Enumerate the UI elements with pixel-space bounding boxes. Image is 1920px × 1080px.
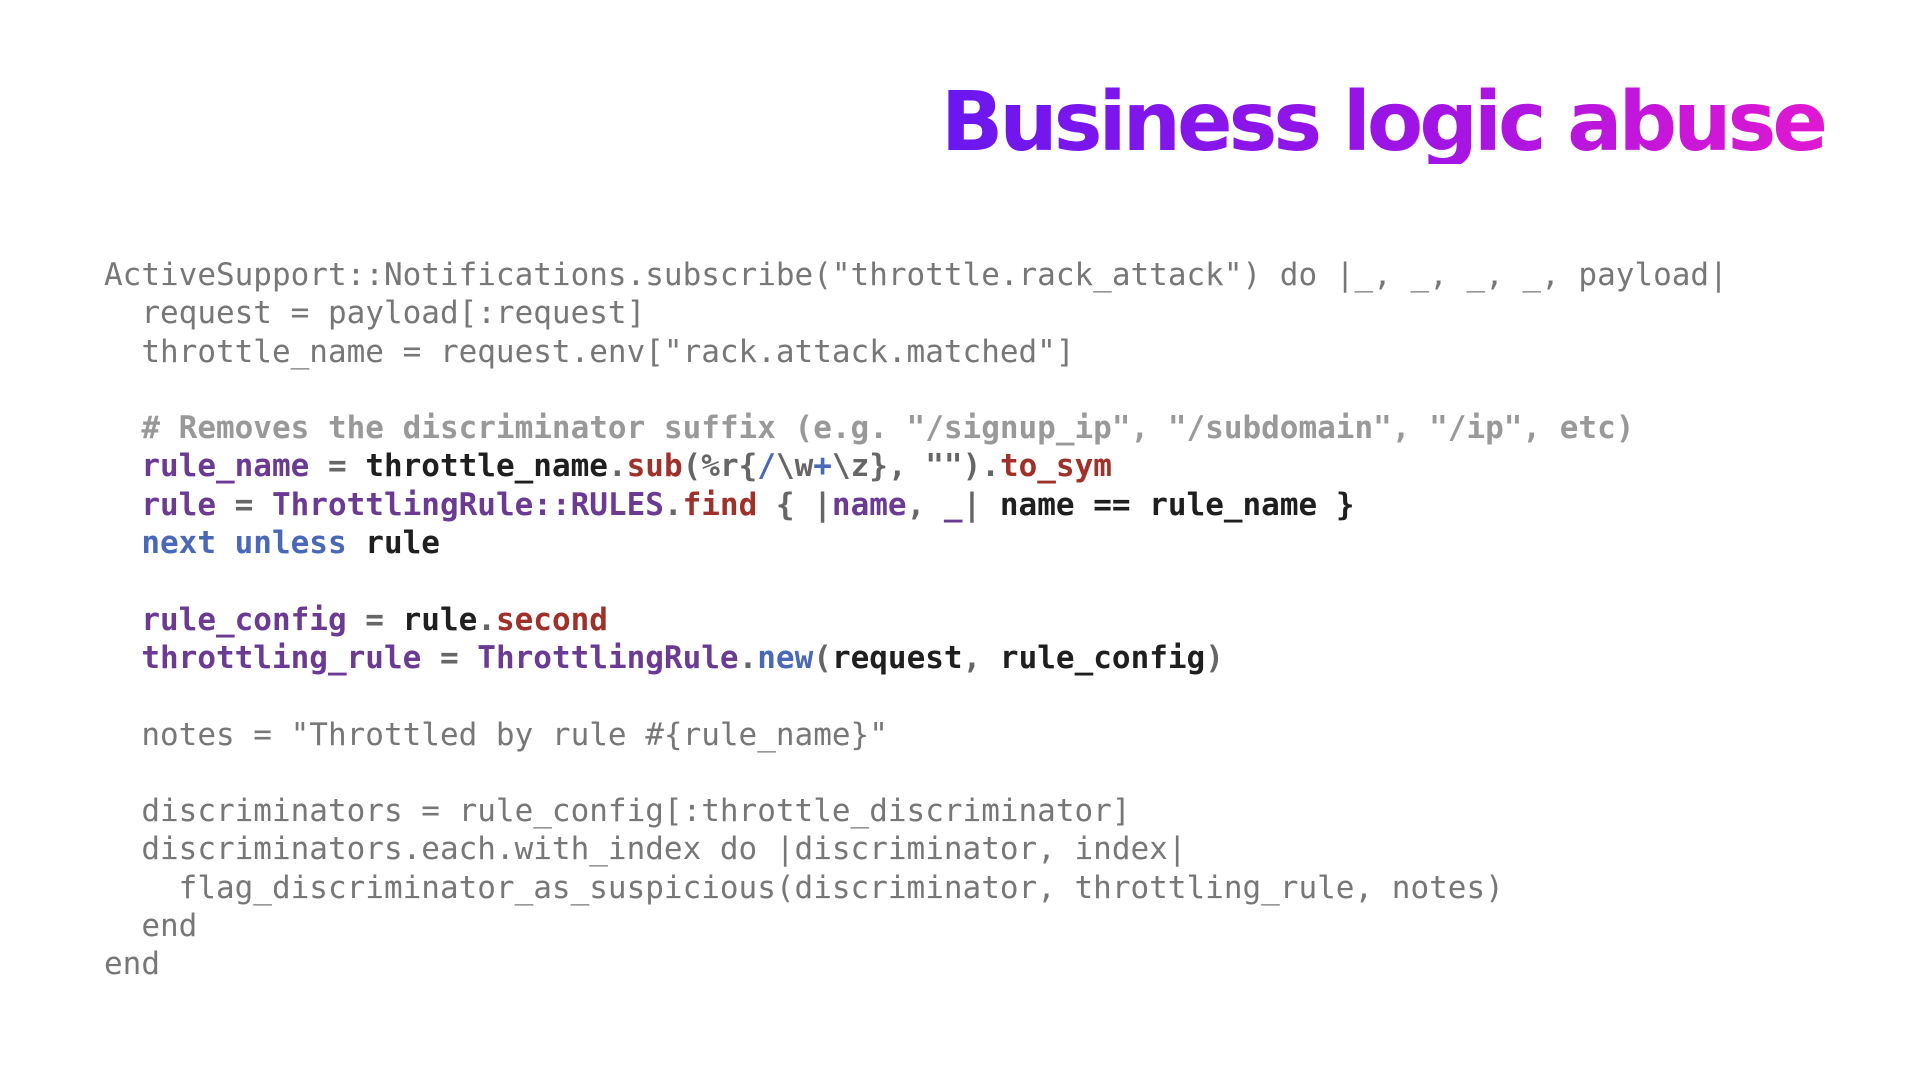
slide-title: Business logic abuse	[940, 75, 1828, 170]
code-line-notes: notes = "Throttled by rule #{rule_name}"	[104, 716, 888, 753]
token-identifier: request	[831, 639, 963, 676]
indent	[104, 525, 141, 561]
token-punct: (%r{	[682, 448, 758, 485]
token-method: new	[757, 639, 814, 676]
token-punct: { |	[757, 486, 832, 523]
token-operator: =	[309, 448, 366, 485]
code-line-blank	[104, 562, 1728, 600]
token-dot: .	[477, 601, 496, 638]
code-line-discriminators: discriminators = rule_config[:throttle_d…	[104, 793, 1131, 830]
code-line-blank	[104, 371, 1728, 409]
token-method: second	[495, 601, 608, 638]
token-dot: .	[663, 486, 683, 523]
token-dot: .	[981, 448, 1000, 485]
token-punct: )	[1205, 639, 1224, 676]
code-line-each: discriminators.each.with_index do |discr…	[104, 831, 1187, 868]
code-line-throttling-rule: throttling_rule = ThrottlingRule.new(req…	[104, 639, 1728, 677]
token-method: find	[682, 486, 758, 523]
token-regex: +	[813, 448, 832, 485]
token-dot: .	[738, 639, 758, 676]
token-variable: throttling_rule	[141, 639, 422, 676]
token-method: to_sym	[999, 448, 1112, 485]
code-line-next-unless: next unless rule	[104, 524, 1728, 562]
token-identifier: name == rule_name }	[999, 486, 1355, 523]
token-operator: =	[346, 601, 403, 638]
token-punct: }, "")	[869, 448, 982, 485]
token-regex: /	[757, 448, 776, 485]
token-variable: _	[943, 486, 963, 523]
code-line-blank	[104, 677, 1728, 715]
code-line-rule: rule = ThrottlingRule::RULES.find { |nam…	[104, 486, 1728, 524]
token-identifier: rule_config	[999, 639, 1206, 676]
indent	[104, 640, 141, 676]
code-line-rule-config: rule_config = rule.second	[104, 601, 1728, 639]
code-block: ActiveSupport::Notifications.subscribe("…	[104, 256, 1728, 984]
token-punct: (	[813, 639, 832, 676]
code-comment: # Removes the discriminator suffix (e.g.…	[104, 410, 1635, 447]
token-punct: ,	[906, 486, 944, 523]
indent	[104, 448, 141, 484]
token-punct: ,	[962, 639, 1000, 676]
token-punct: |	[962, 486, 1000, 523]
token-operator: =	[421, 639, 478, 676]
token-identifier: rule	[346, 525, 440, 562]
code-line-3: throttle_name = request.env["rack.attack…	[104, 333, 1075, 370]
token-identifier: rule	[402, 601, 478, 638]
code-line-end-inner: end	[104, 908, 198, 945]
code-line-end-outer: end	[104, 946, 160, 983]
indent	[104, 602, 141, 638]
token-variable: rule	[141, 486, 216, 523]
token-variable: name	[831, 486, 907, 523]
token-operator: =	[215, 486, 272, 523]
code-line-1: ActiveSupport::Notifications.subscribe("…	[104, 257, 1728, 293]
code-line-blank	[104, 754, 1728, 792]
token-dot: .	[607, 448, 627, 485]
token-identifier: throttle_name	[365, 448, 608, 485]
token-variable: rule_name	[141, 448, 310, 485]
code-line-2: request = payload[:request]	[104, 295, 646, 332]
token-constant: ThrottlingRule::RULES	[271, 486, 664, 523]
indent	[104, 487, 141, 523]
token-variable: rule_config	[141, 601, 347, 638]
token-method: sub	[626, 448, 683, 485]
token-keyword: next unless	[141, 525, 347, 562]
code-line-flag: flag_discriminator_as_suspicious(discrim…	[104, 869, 1504, 906]
token-regex: \z	[831, 448, 870, 485]
code-line-rule-name: rule_name = throttle_name.sub(%r{/\w+\z}…	[104, 447, 1728, 485]
token-constant: ThrottlingRule	[477, 639, 739, 676]
token-regex: \w	[775, 448, 814, 485]
